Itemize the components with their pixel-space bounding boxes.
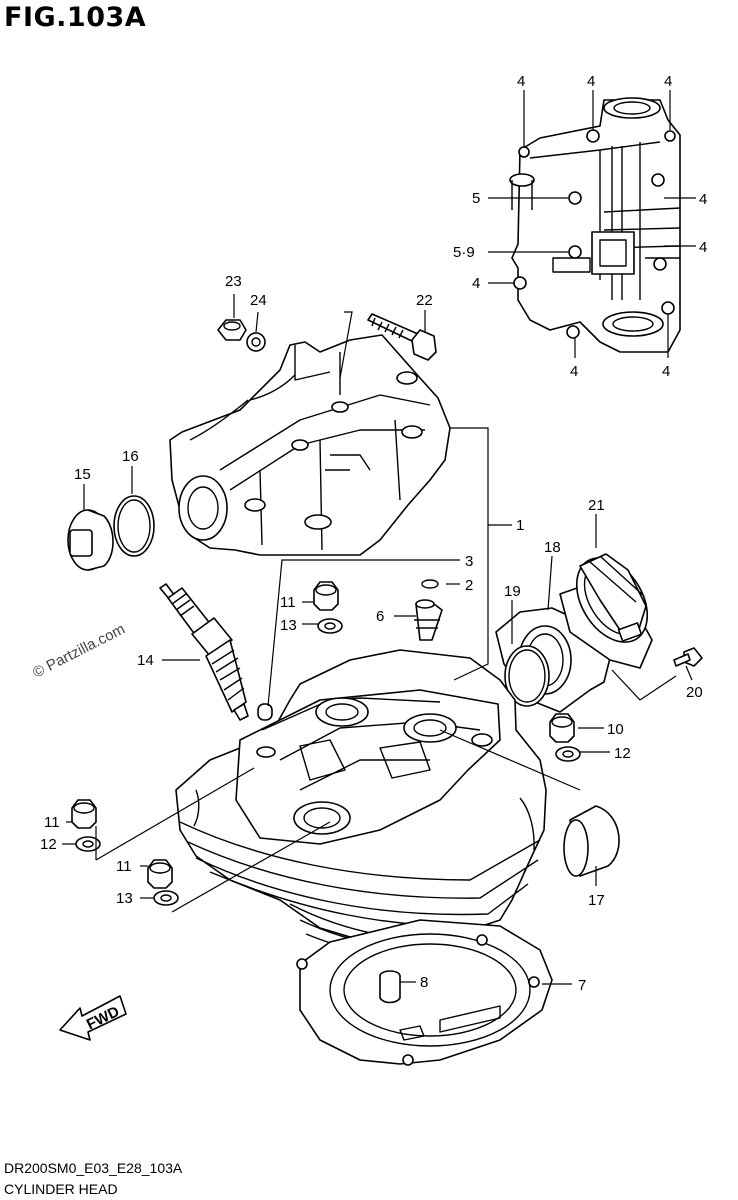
cap-17-drawing — [563, 805, 620, 877]
callout-label: 16 — [122, 448, 139, 465]
figure-subtitle: CYLINDER HEAD — [4, 1181, 118, 1197]
callout-label: 2 — [465, 577, 473, 594]
callout-label: 4 — [587, 73, 595, 90]
head-cover-drawing — [169, 334, 451, 556]
leader-lines — [62, 90, 696, 985]
dowel-8-drawing — [379, 970, 401, 1004]
cylinder-head-drawing — [175, 649, 547, 962]
callouts: 4 4 4 5 4 5·9 4 4 4 4 23 24 22 16 15 1 3… — [40, 73, 707, 994]
callout-label: 23 — [225, 273, 242, 290]
nut-washer-lower-drawing — [71, 799, 179, 906]
callout-label: 10 — [607, 721, 624, 738]
callout-label: 6 — [376, 608, 384, 625]
callout-label: 11 — [116, 858, 132, 875]
cap-oring-15-16-drawing — [67, 495, 155, 571]
cover-inset-drawing — [509, 97, 681, 353]
callout-label: 4 — [517, 73, 525, 90]
callout-label: 22 — [416, 292, 433, 309]
callout-label: 15 — [74, 466, 91, 483]
gasket-7-drawing — [296, 919, 553, 1066]
callout-label: 11 — [280, 594, 296, 611]
callout-label: 11 — [44, 814, 60, 831]
nut-washer-11-13-upper-drawing — [313, 581, 343, 634]
callout-label: 21 — [588, 497, 605, 514]
figure-code: DR200SM0_E03_E28_103A — [4, 1160, 183, 1176]
callout-label: 5·9 — [453, 244, 475, 261]
callout-label: 4 — [699, 239, 707, 256]
watermark-text: © Partzilla.com — [30, 621, 128, 682]
callout-label: 20 — [686, 684, 703, 701]
valve-guide-6-drawing — [414, 579, 443, 641]
callout-label: 12 — [614, 745, 631, 762]
fwd-arrow-icon: FWD — [59, 995, 127, 1041]
callout-label: 4 — [699, 191, 707, 208]
callout-label: 24 — [250, 292, 267, 309]
callout-label: 18 — [544, 539, 561, 556]
nut-washer-23-24-drawing — [217, 319, 266, 352]
callout-label: 4 — [662, 363, 670, 380]
callout-label: 5 — [472, 190, 480, 207]
intake-pipe-18-21-drawing — [495, 553, 703, 713]
callout-label: 8 — [420, 974, 428, 991]
callout-label: 7 — [578, 977, 586, 994]
spark-plug-14-drawing — [159, 583, 249, 721]
callout-label: 4 — [570, 363, 578, 380]
callout-label: 1 — [516, 517, 524, 534]
callout-label: 3 — [465, 553, 473, 570]
callout-label: 13 — [116, 890, 133, 907]
callout-label: 19 — [504, 583, 521, 600]
callout-label: 17 — [588, 892, 605, 909]
nut-washer-10-12-drawing — [549, 713, 581, 762]
bolt-22-drawing — [367, 313, 437, 361]
callout-label: 4 — [472, 275, 480, 292]
figure-title: FIG.103A — [4, 2, 147, 33]
callout-label: 13 — [280, 617, 297, 634]
callout-label: 14 — [137, 652, 154, 669]
callout-label: 12 — [40, 836, 57, 853]
callout-label: 4 — [664, 73, 672, 90]
